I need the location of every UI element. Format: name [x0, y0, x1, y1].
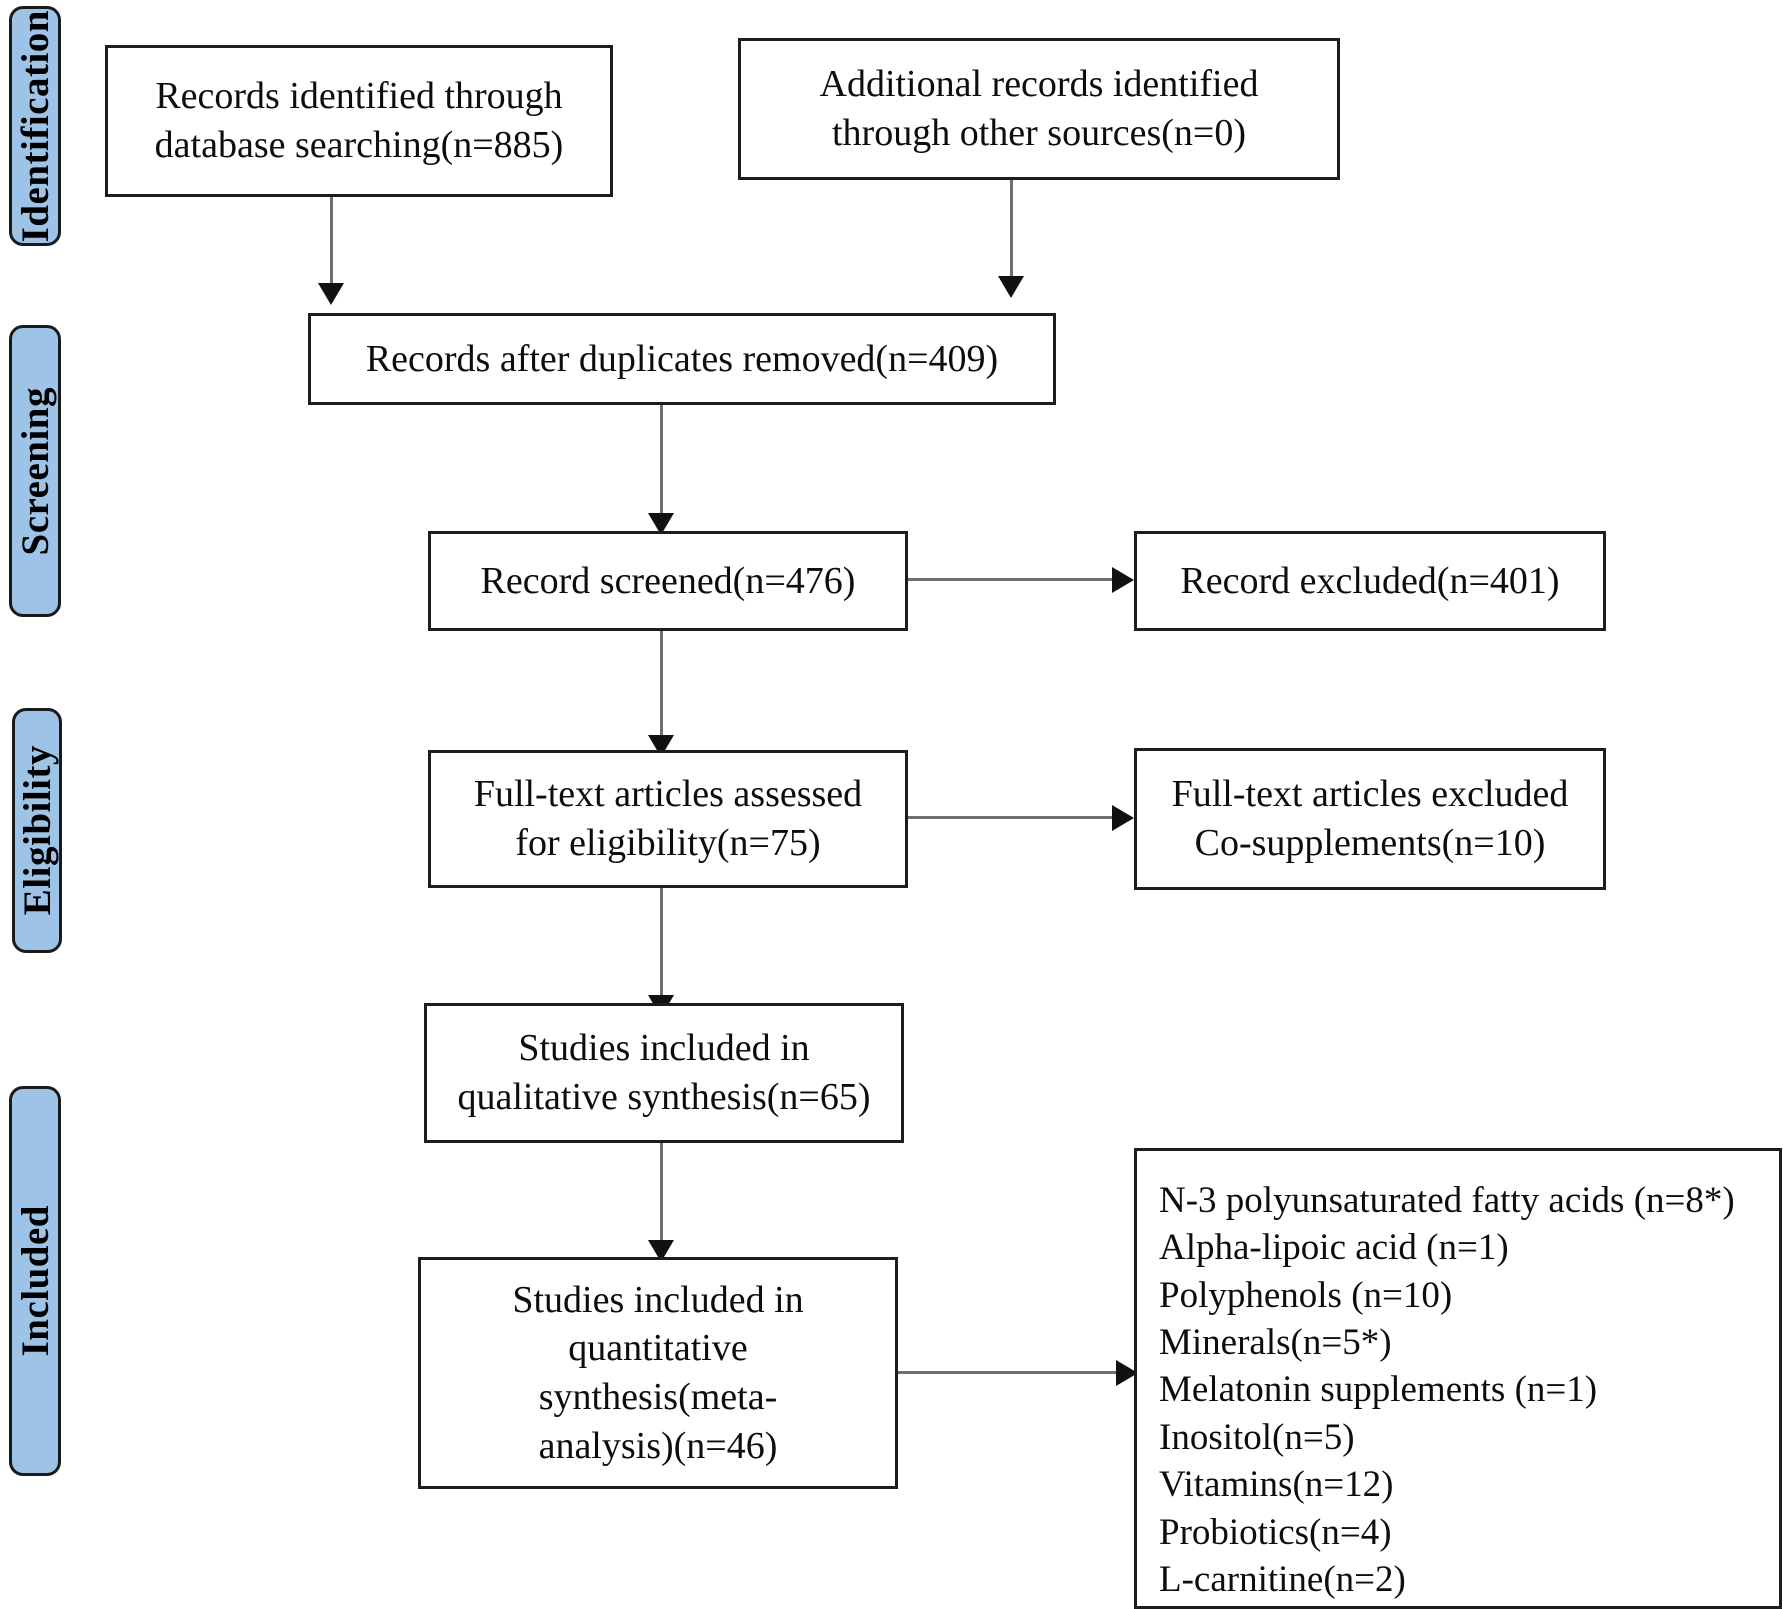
box-quantitative-line3: synthesis(meta- [538, 1376, 778, 1418]
list-item: Vitamins(n=12) [1159, 1464, 1394, 1506]
box-records-after-duplicates-removed: Records after duplicates removed(n=409) [308, 313, 1056, 405]
box-duplicates-removed-line1: Records after duplicates removed(n=409) [365, 337, 999, 380]
connector-db-to-duplicates-arrow [318, 283, 344, 305]
connector-fulltext-to-excluded-line [908, 816, 1116, 819]
connector-qualitative-to-quantitative-arrow [648, 1240, 674, 1262]
box-additional-records-other-sources: Additional records identified through ot… [738, 38, 1340, 180]
box-record-screened-line1: Record screened(n=476) [480, 559, 856, 602]
list-item: Melatonin supplements (n=1) [1159, 1369, 1598, 1411]
stage-label-screening-text: Screening [13, 386, 57, 556]
list-item: L-carnitine(n=2) [1159, 1558, 1406, 1600]
box-fulltext-excluded-line2: Co-supplements(n=10) [1194, 822, 1546, 864]
stage-label-eligibility-text: Eligibility [15, 745, 59, 916]
box-records-other-line2: through other sources(n=0) [832, 112, 1246, 154]
connector-qualitative-to-quantitative-line [660, 1143, 663, 1253]
connector-duplicates-to-screened-line [660, 405, 663, 525]
connector-screened-to-excluded-arrow [1112, 567, 1134, 593]
box-qualitative-line2: qualitative synthesis(n=65) [457, 1076, 871, 1118]
stage-label-included: Included [9, 1086, 61, 1476]
box-fulltext-assessed-line1: Full-text articles assessed [473, 773, 863, 816]
connector-other-to-duplicates-line [1010, 180, 1013, 280]
connector-quantitative-to-list-line [898, 1371, 1120, 1374]
box-fulltext-excluded-line1: Full-text articles excluded [1171, 773, 1569, 816]
connector-db-to-duplicates-line [330, 197, 333, 287]
list-item: Probiotics(n=4) [1159, 1511, 1392, 1553]
box-record-screened: Record screened(n=476) [428, 531, 908, 631]
stage-label-identification: Identification [9, 6, 61, 246]
connector-screened-to-fulltext-line [660, 631, 663, 749]
box-fulltext-articles-excluded: Full-text articles excluded Co-supplemen… [1134, 748, 1606, 890]
list-item: Minerals(n=5*) [1159, 1322, 1392, 1364]
box-records-other-line1: Additional records identified [819, 63, 1259, 106]
box-records-identified-database: Records identified through database sear… [105, 45, 613, 197]
connector-fulltext-to-qualitative-line [660, 888, 663, 1006]
box-quantitative-line2: quantitative [568, 1327, 748, 1370]
box-studies-quantitative-synthesis: Studies included in quantitative synthes… [418, 1257, 898, 1489]
list-item: Polyphenols (n=10) [1159, 1274, 1453, 1316]
box-records-database-line1: Records identified through [155, 75, 563, 118]
stage-label-identification-text: Identification [13, 9, 57, 243]
stage-label-included-text: Included [13, 1205, 57, 1357]
list-item: N-3 polyunsaturated fatty acids (n=8*) [1159, 1180, 1735, 1221]
connector-screened-to-excluded-line [908, 578, 1116, 581]
list-item: Alpha-lipoic acid (n=1) [1159, 1227, 1509, 1269]
box-qualitative-line1: Studies included in [518, 1027, 810, 1070]
connector-duplicates-to-screened-arrow [648, 513, 674, 535]
stage-label-eligibility: Eligibility [12, 708, 62, 953]
box-quantitative-line1: Studies included in [512, 1278, 804, 1321]
list-item: Inositol(n=5) [1159, 1416, 1355, 1458]
box-records-database-line2: database searching(n=885) [154, 124, 564, 166]
connector-other-to-duplicates-arrow [998, 276, 1024, 298]
box-record-excluded-line1: Record excluded(n=401) [1180, 559, 1560, 602]
box-supplement-breakdown: N-3 polyunsaturated fatty acids (n=8*) A… [1134, 1148, 1782, 1609]
stage-label-screening: Screening [9, 325, 61, 617]
connector-quantitative-to-list-arrow [1116, 1360, 1138, 1386]
box-fulltext-assessed-line2: for eligibility(n=75) [515, 822, 821, 864]
box-quantitative-line4: analysis)(n=46) [538, 1424, 778, 1467]
box-record-excluded: Record excluded(n=401) [1134, 531, 1606, 631]
box-studies-qualitative-synthesis: Studies included in qualitative synthesi… [424, 1003, 904, 1143]
connector-fulltext-to-excluded-arrow [1112, 805, 1134, 831]
box-fulltext-articles-assessed: Full-text articles assessed for eligibil… [428, 750, 908, 888]
